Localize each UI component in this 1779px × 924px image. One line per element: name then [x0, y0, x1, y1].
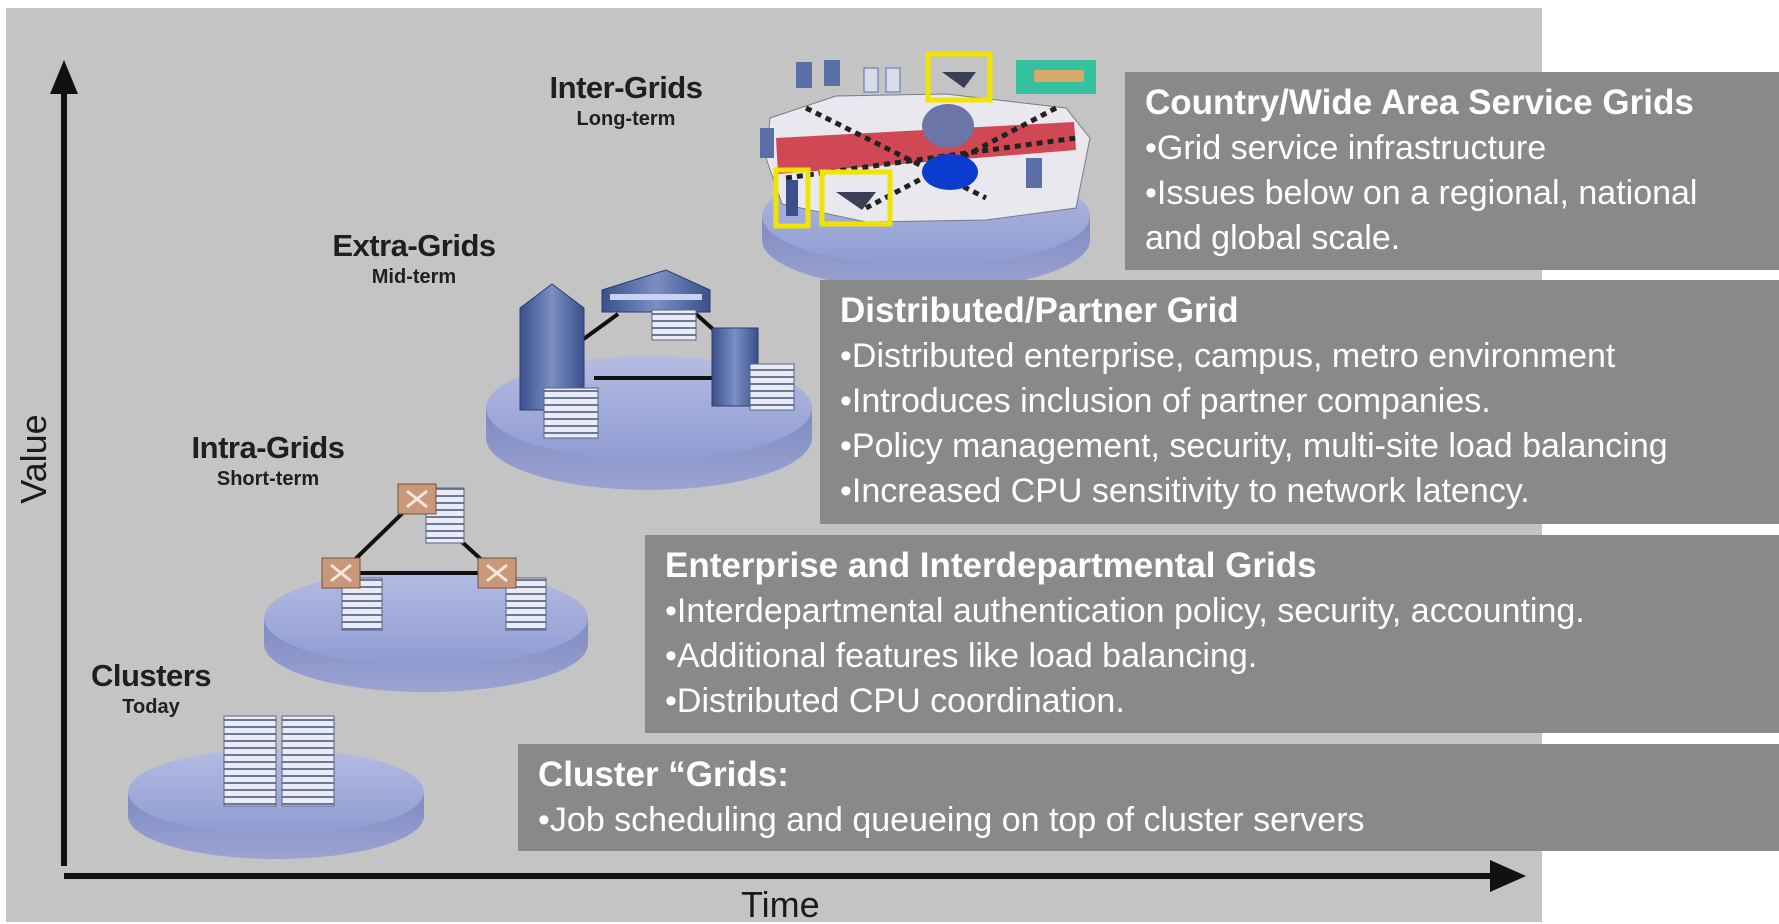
box-bullet: •Introduces inclusion of partner compani… — [840, 382, 1491, 420]
monitor-icon — [819, 169, 893, 227]
extra-grids-platform — [486, 269, 812, 490]
stage-label-clusters: Clusters Today — [76, 658, 226, 719]
router-icon — [477, 557, 517, 589]
enterprise-grids-box: Enterprise and Interdepartmental Grids •… — [645, 535, 1779, 733]
box-bullet: •Distributed enterprise, campus, metro e… — [840, 337, 1616, 375]
time-axis — [64, 860, 1526, 892]
box-bullet: •Job scheduling and queueing on top of c… — [538, 801, 1365, 839]
box-bullet: •Interdepartmental authentication policy… — [665, 592, 1585, 630]
stage-title: Extra-Grids — [332, 228, 496, 263]
router-icon — [397, 483, 437, 515]
server-rack-icon — [505, 577, 547, 631]
box-title: Cluster “Grids: — [538, 755, 789, 794]
box-bullet: •Distributed CPU coordination. — [665, 682, 1125, 720]
stage-title: Intra-Grids — [191, 430, 345, 465]
distributed-grid-box: Distributed/Partner Grid •Distributed en… — [820, 280, 1779, 524]
box-title: Distributed/Partner Grid — [840, 291, 1239, 330]
time-axis-label: Time — [741, 884, 820, 922]
stage-subtitle: Long-term — [576, 108, 676, 130]
stage-subtitle: Mid-term — [371, 266, 457, 288]
value-axis — [50, 60, 78, 866]
stage-label-inter-grids: Inter-Grids Long-term — [526, 70, 726, 131]
server-icon — [773, 167, 811, 229]
world-network-map-icon — [760, 60, 1096, 223]
monitor-icon — [925, 51, 993, 103]
stage-subtitle: Short-term — [216, 468, 320, 490]
office-building-icon — [601, 269, 711, 341]
box-bullet: •Policy management, security, multi-site… — [840, 427, 1668, 465]
right-arrow-icon — [1490, 860, 1526, 892]
box-bullet: •Increased CPU sensitivity to network la… — [840, 472, 1530, 510]
box-bullet: •Additional features like load balancing… — [665, 637, 1258, 675]
stage-label-extra-grids: Extra-Grids Mid-term — [314, 228, 514, 289]
box-title: Country/Wide Area Service Grids — [1145, 83, 1694, 122]
intra-grids-platform — [264, 483, 588, 692]
clusters-platform — [128, 715, 424, 859]
diagram-illustration — [50, 51, 1526, 892]
box-bullet: •Issues below on a regional, national an… — [1145, 174, 1698, 257]
box-title: Enterprise and Interdepartmental Grids — [665, 546, 1317, 585]
stage-title: Clusters — [90, 658, 212, 693]
router-icon — [321, 557, 361, 589]
stage-label-intra-grids: Intra-Grids Short-term — [168, 430, 368, 491]
box-bullet: •Grid service infrastructure — [1145, 129, 1547, 167]
value-axis-label: Value — [13, 414, 54, 504]
server-rack-icon — [281, 715, 335, 807]
tower-building-icon — [711, 327, 795, 411]
stage-title: Inter-Grids — [549, 70, 703, 105]
skyscraper-icon — [519, 283, 599, 439]
cluster-grids-box: Cluster “Grids: •Job scheduling and queu… — [518, 744, 1779, 851]
server-rack-icon — [223, 715, 277, 807]
up-arrow-icon — [50, 60, 78, 94]
stage-subtitle: Today — [122, 696, 180, 718]
inter-grids-platform — [760, 51, 1096, 290]
country-grids-box: Country/Wide Area Service Grids •Grid se… — [1125, 72, 1779, 270]
